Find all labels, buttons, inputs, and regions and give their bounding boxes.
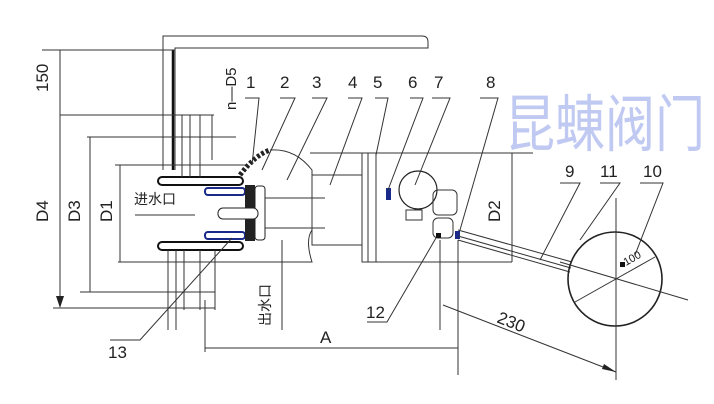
part-number-10: 10 [643,162,662,181]
inlet-flange [157,115,325,330]
dimension-lines-bottom [204,240,617,375]
part-number-3: 3 [312,73,321,92]
dim-d4: D4 [33,200,52,222]
outlet-label: 出水口 [258,284,274,326]
dim-n-d5: n—D5 [223,67,240,110]
dim-d2: D2 [485,200,504,222]
leader-lines [110,97,664,341]
dim-230: 230 [495,308,528,336]
dim-a: A [320,328,332,347]
float-assembly [457,198,689,380]
part-number-8: 8 [486,73,495,92]
float-ball [567,231,663,327]
part-number-9: 9 [565,162,574,181]
valve-body [310,152,533,263]
part-number-5: 5 [373,73,382,92]
part-number-7: 7 [434,73,443,92]
part-number-1: 1 [246,73,255,92]
part-number-6: 6 [408,73,417,92]
watermark: 昆蝀阀门 [505,88,705,161]
part-number-12: 12 [366,303,385,322]
dimension-lines-left [42,49,248,309]
part-number-13: 13 [108,343,127,362]
inlet-label: 进水口 [134,192,176,208]
part-number-4: 4 [348,73,357,92]
dim-150: 150 [33,64,52,92]
handle-frame [162,35,429,170]
dim-d3: D3 [65,200,84,222]
part-number-2: 2 [280,73,289,92]
part-number-11: 11 [600,162,618,181]
dim-d1: D1 [97,200,116,222]
